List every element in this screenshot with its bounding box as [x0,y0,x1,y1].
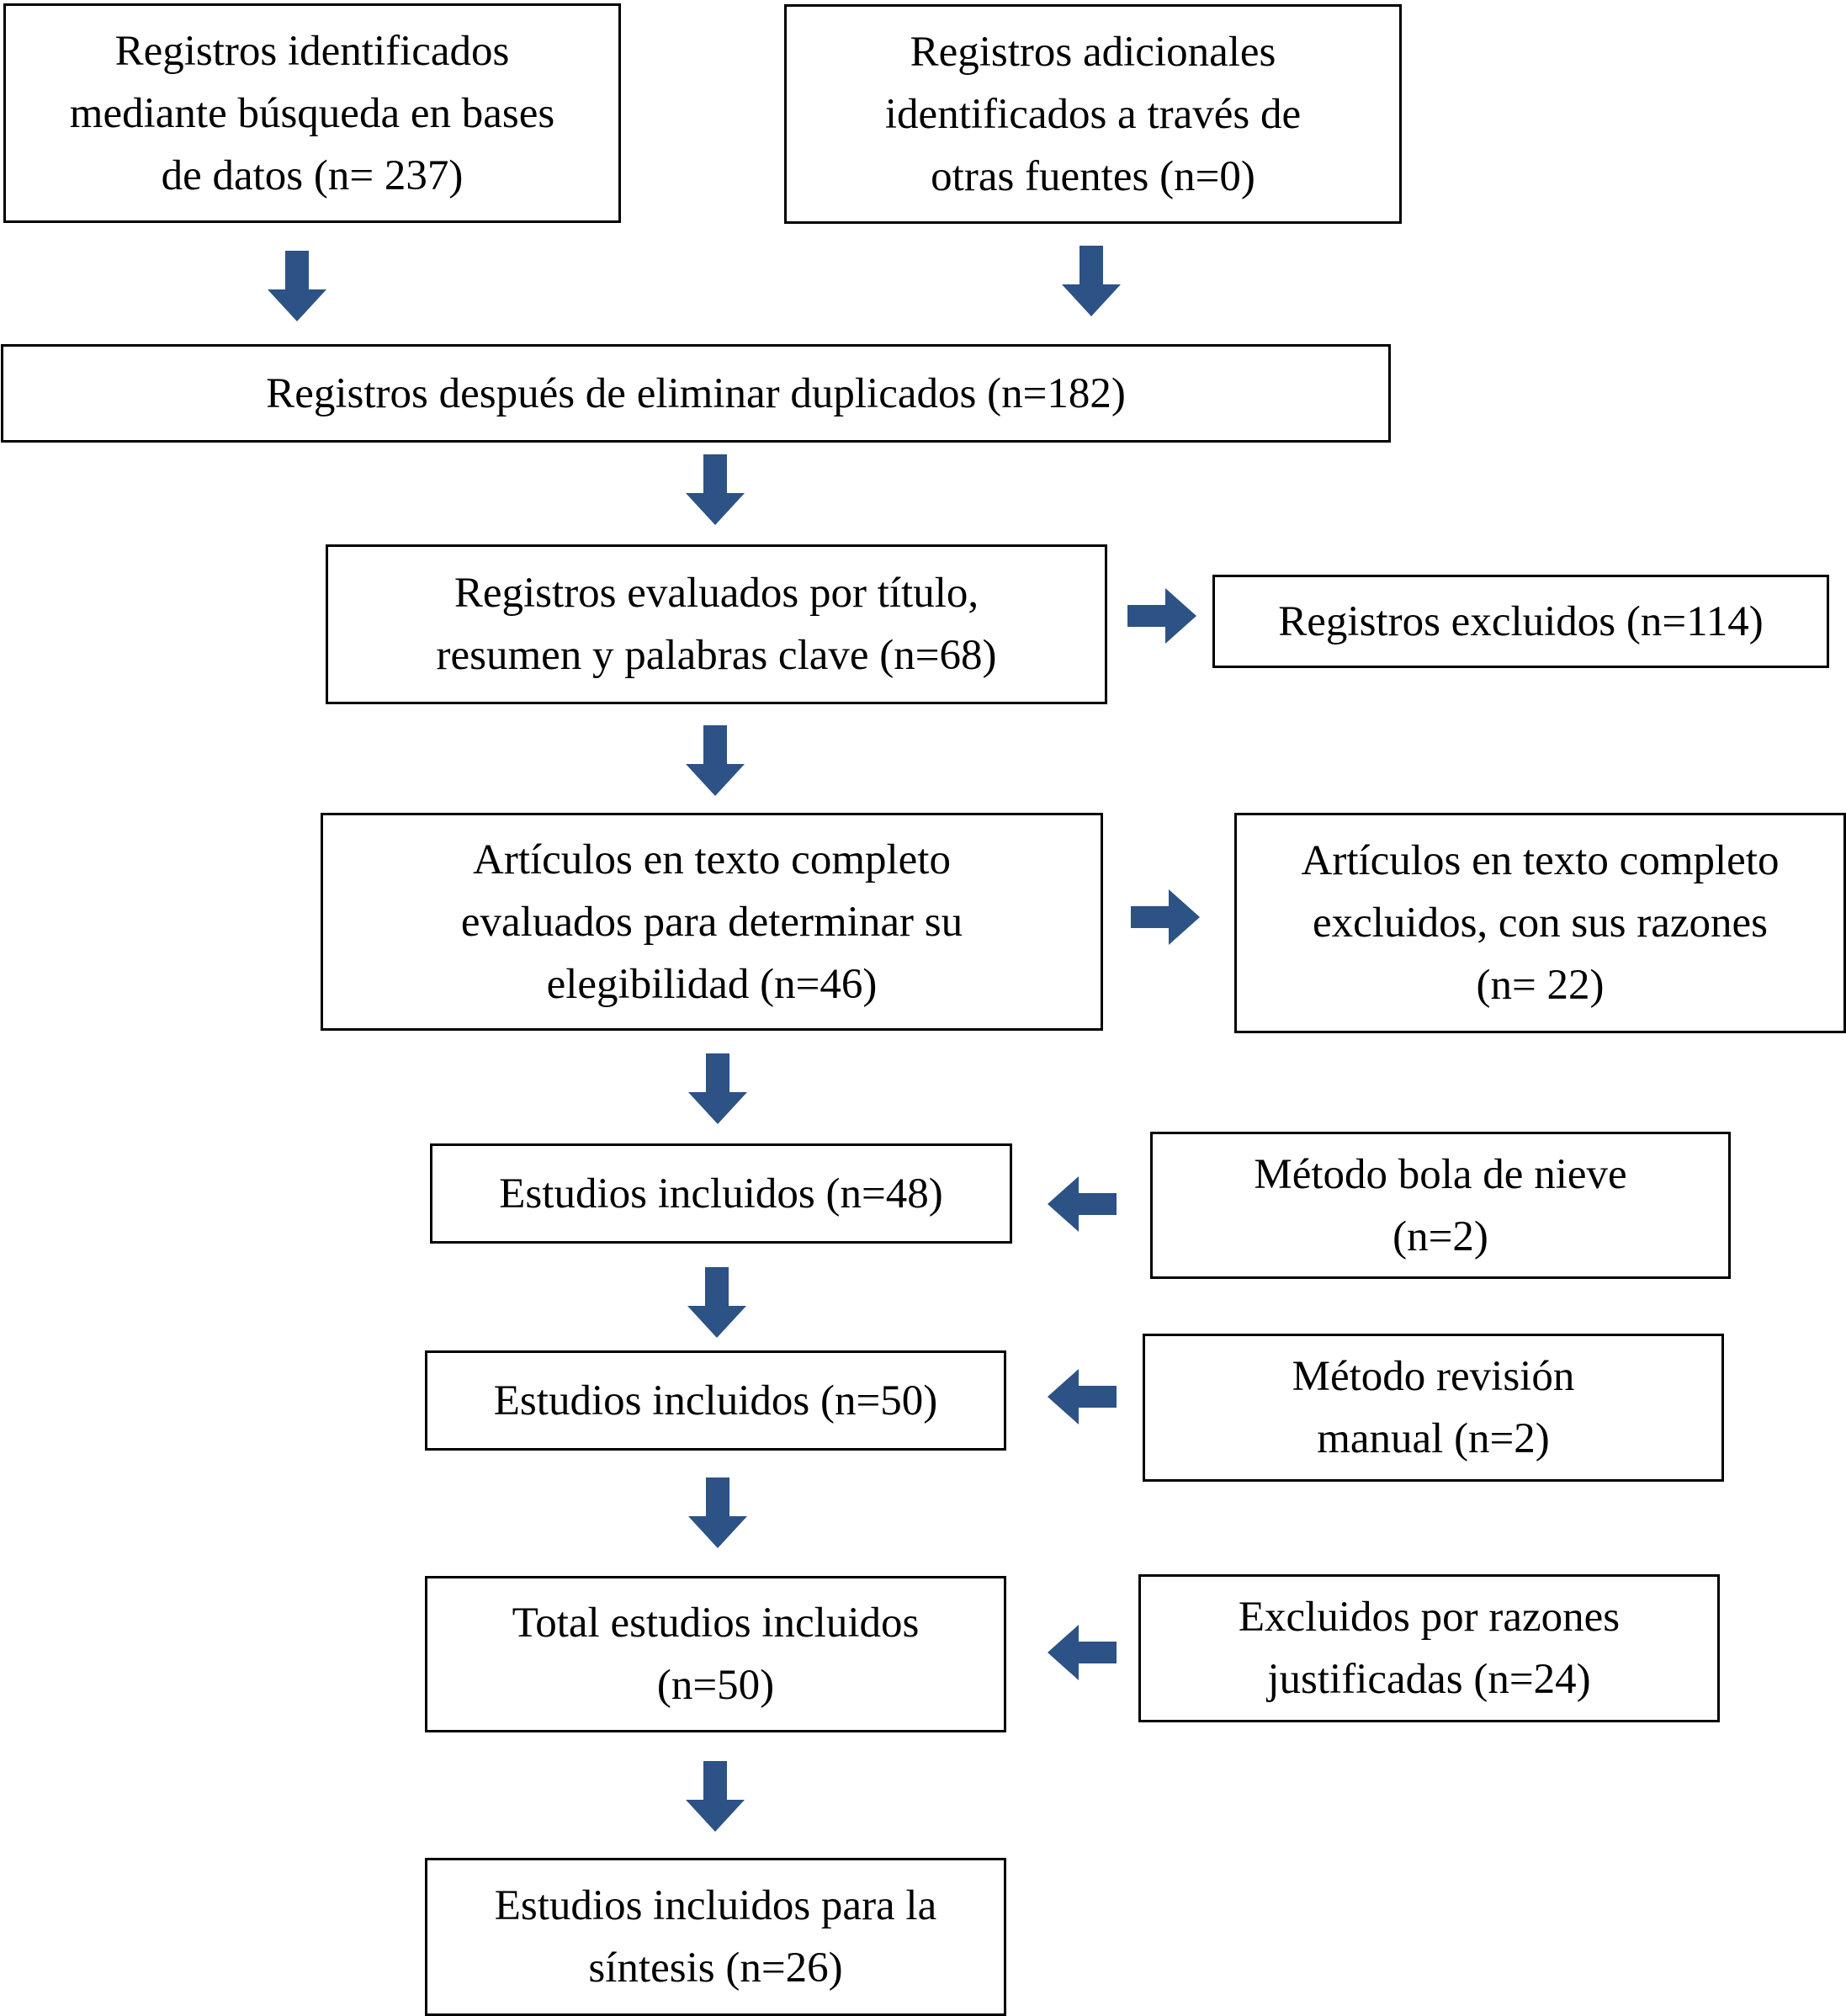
box-fulltext-assessed: Artículos en texto completo evaluados pa… [321,813,1103,1031]
box-excluded-records-text: Registros excluidos (n=114) [1278,597,1764,645]
arrow-right-icon [1127,588,1196,644]
box-identified-other-text: Registros adicionales identificados a tr… [884,28,1302,200]
box-manual-review: Método revisión manual (n=2) [1143,1334,1724,1482]
box-fulltext-assessed-text: Artículos en texto completo evaluados pa… [460,836,963,1008]
box-synthesis-text: Estudios incluidos para la síntesis (n=2… [494,1882,937,1992]
box-identified-db-text: Registros identificados mediante búsqued… [69,27,555,199]
box-total-included-text: Total estudios incluidos (n=50) [512,1600,920,1709]
box-included-48: Estudios incluidos (n=48) [430,1143,1012,1244]
box-included-48-text: Estudios incluidos (n=48) [499,1170,943,1218]
box-identified-db: Registros identificados mediante búsqued… [3,3,621,223]
arrow-right-icon [1131,889,1200,945]
box-excluded-records: Registros excluidos (n=114) [1212,575,1829,668]
box-excluded-justified-text: Excluidos por razones justificadas (n=24… [1238,1594,1621,1703]
arrow-down-icon [686,1761,745,1832]
box-excluded-justified: Excluidos por razones justificadas (n=24… [1138,1574,1720,1722]
box-screened-text: Registros evaluados por título, resumen … [436,570,997,679]
arrow-left-icon [1048,1176,1117,1232]
box-fulltext-excluded: Artículos en texto completo excluidos, c… [1234,813,1846,1033]
arrow-down-icon [688,1478,747,1548]
arrow-down-icon [686,725,745,796]
box-snowball: Método bola de nieve (n=2) [1150,1132,1731,1279]
box-manual-review-text: Método revisión manual (n=2) [1292,1353,1575,1462]
box-identified-other: Registros adicionales identificados a tr… [784,4,1402,224]
box-after-duplicates-text: Registros después de eliminar duplicados… [266,369,1126,417]
box-after-duplicates: Registros después de eliminar duplicados… [1,344,1391,443]
box-included-50-text: Estudios incluidos (n=50) [493,1377,938,1424]
box-total-included: Total estudios incluidos (n=50) [425,1576,1006,1732]
arrow-down-icon [687,1267,746,1338]
box-synthesis: Estudios incluidos para la síntesis (n=2… [425,1858,1006,2016]
box-snowball-text: Método bola de nieve (n=2) [1254,1150,1627,1260]
arrow-down-icon [268,251,326,321]
arrow-left-icon [1048,1625,1117,1680]
box-included-50: Estudios incluidos (n=50) [425,1350,1006,1451]
arrow-down-icon [686,454,745,525]
arrow-left-icon [1048,1369,1117,1424]
arrow-down-icon [688,1053,747,1124]
box-fulltext-excluded-text: Artículos en texto completo excluidos, c… [1301,837,1780,1009]
arrow-down-icon [1062,246,1121,316]
box-screened: Registros evaluados por título, resumen … [326,544,1107,704]
